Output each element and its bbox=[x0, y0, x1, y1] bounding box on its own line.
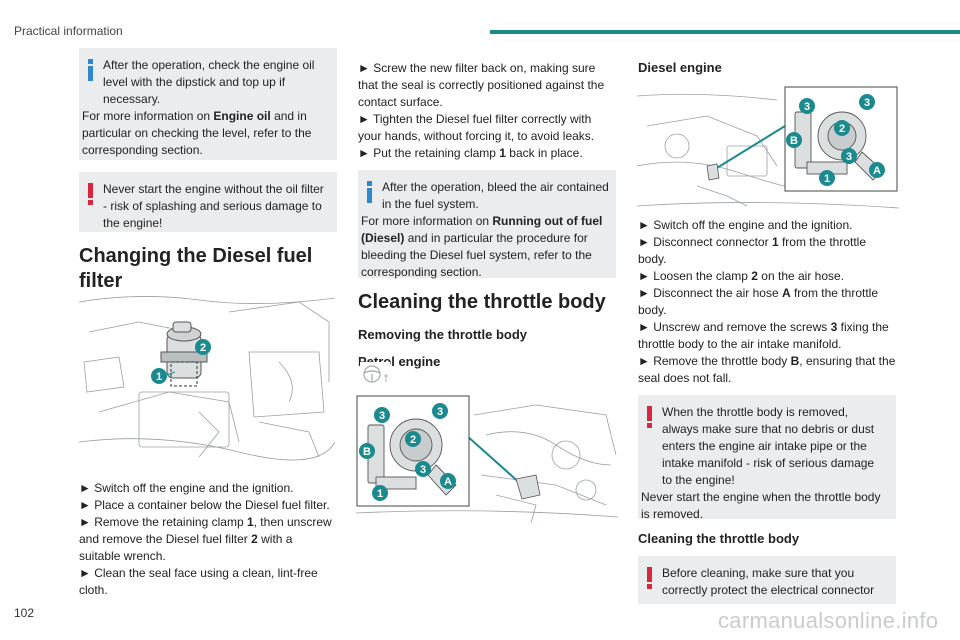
step-4: ► Clean the seal face using a clean, lin… bbox=[79, 566, 318, 597]
svg-text:B: B bbox=[363, 446, 371, 458]
step-remove: ► Remove the throttle body B, ensuring t… bbox=[638, 354, 896, 385]
svg-text:3: 3 bbox=[804, 101, 810, 113]
petrol-throttle-illustration: 3 3 2 B 3 1 A bbox=[356, 395, 618, 525]
svg-text:1: 1 bbox=[824, 173, 830, 185]
svg-text:3: 3 bbox=[420, 464, 426, 476]
section-title: Practical information bbox=[14, 24, 123, 38]
warning-box-debris: When the throttle body is removed, alway… bbox=[638, 395, 896, 521]
column-1: After the operation, check the engine oi… bbox=[79, 48, 337, 599]
page-number: 102 bbox=[14, 606, 35, 620]
step-tighten: ► Tighten the Diesel fuel filter correct… bbox=[358, 112, 595, 143]
warning-box-connector: Before cleaning, make sure that you corr… bbox=[638, 556, 896, 604]
subheading-removing: Removing the throttle body bbox=[358, 327, 527, 342]
step-disconnect: ► Disconnect connector 1 from the thrott… bbox=[638, 235, 867, 266]
svg-text:1: 1 bbox=[377, 488, 383, 500]
subheading-cleaning: Cleaning the throttle body bbox=[638, 531, 800, 546]
info-icon bbox=[88, 59, 93, 81]
step-screw-filter: ► Screw the new filter back on, making s… bbox=[358, 61, 605, 109]
warning-icon bbox=[647, 406, 652, 428]
step-clamp: ► Put the retaining clamp 1 back in plac… bbox=[358, 146, 583, 160]
diesel-filter-illustration: 2 1 bbox=[79, 292, 335, 462]
heading-throttle-body: Cleaning the throttle body bbox=[358, 291, 606, 313]
step-3: ► Remove the retaining clamp 1, then uns… bbox=[79, 515, 332, 563]
column-3: Diesel engine ► Switch off the engine an… bbox=[638, 60, 896, 616]
step-2: ► Place a container below the Diesel fue… bbox=[79, 498, 330, 512]
info-box-bleed: After the operation, bleed the air conta… bbox=[358, 170, 616, 279]
column-2: ► Screw the new filter back on, making s… bbox=[358, 60, 616, 369]
svg-text:A: A bbox=[444, 476, 452, 488]
svg-text:3: 3 bbox=[846, 151, 852, 163]
svg-text:2: 2 bbox=[410, 434, 416, 446]
svg-text:3: 3 bbox=[437, 406, 443, 418]
step-screws: ► Unscrew and remove the screws 3 fixing… bbox=[638, 320, 889, 351]
subheading-petrol: Petrol engine bbox=[358, 354, 441, 369]
heading-diesel-filter: Changing the Diesel fuel filter bbox=[79, 245, 313, 292]
info-text: After the operation, check the engine oi… bbox=[103, 58, 315, 106]
diesel-throttle-illustration: 3 3 2 B 3 1 A bbox=[637, 86, 899, 212]
warning-box-oil-filter: Never start the engine without the oil f… bbox=[79, 172, 337, 232]
subheading-diesel: Diesel engine bbox=[638, 60, 722, 75]
watermark: carmanualsonline.info bbox=[718, 608, 939, 633]
info-icon bbox=[367, 181, 372, 203]
svg-text:3: 3 bbox=[379, 410, 385, 422]
step-1: ► Switch off the engine and the ignition… bbox=[79, 481, 294, 495]
svg-text:A: A bbox=[873, 165, 881, 177]
info-box-oil: After the operation, check the engine oi… bbox=[79, 48, 337, 160]
svg-text:3: 3 bbox=[864, 97, 870, 109]
step-hose: ► Disconnect the air hose A from the thr… bbox=[638, 286, 878, 317]
label-2: 2 bbox=[200, 342, 206, 354]
header-accent-bar bbox=[490, 30, 960, 34]
svg-text:B: B bbox=[790, 135, 798, 147]
warning-icon bbox=[647, 567, 652, 589]
svg-text:2: 2 bbox=[839, 123, 845, 135]
step-loosen: ► Loosen the clamp 2 on the air hose. bbox=[638, 269, 845, 283]
steering-wheel-icon bbox=[360, 362, 390, 386]
step-switch-off: ► Switch off the engine and the ignition… bbox=[638, 218, 853, 232]
warning-text: Never start the engine without the oil f… bbox=[103, 182, 324, 230]
warning-icon bbox=[88, 183, 93, 205]
label-1: 1 bbox=[156, 371, 162, 383]
